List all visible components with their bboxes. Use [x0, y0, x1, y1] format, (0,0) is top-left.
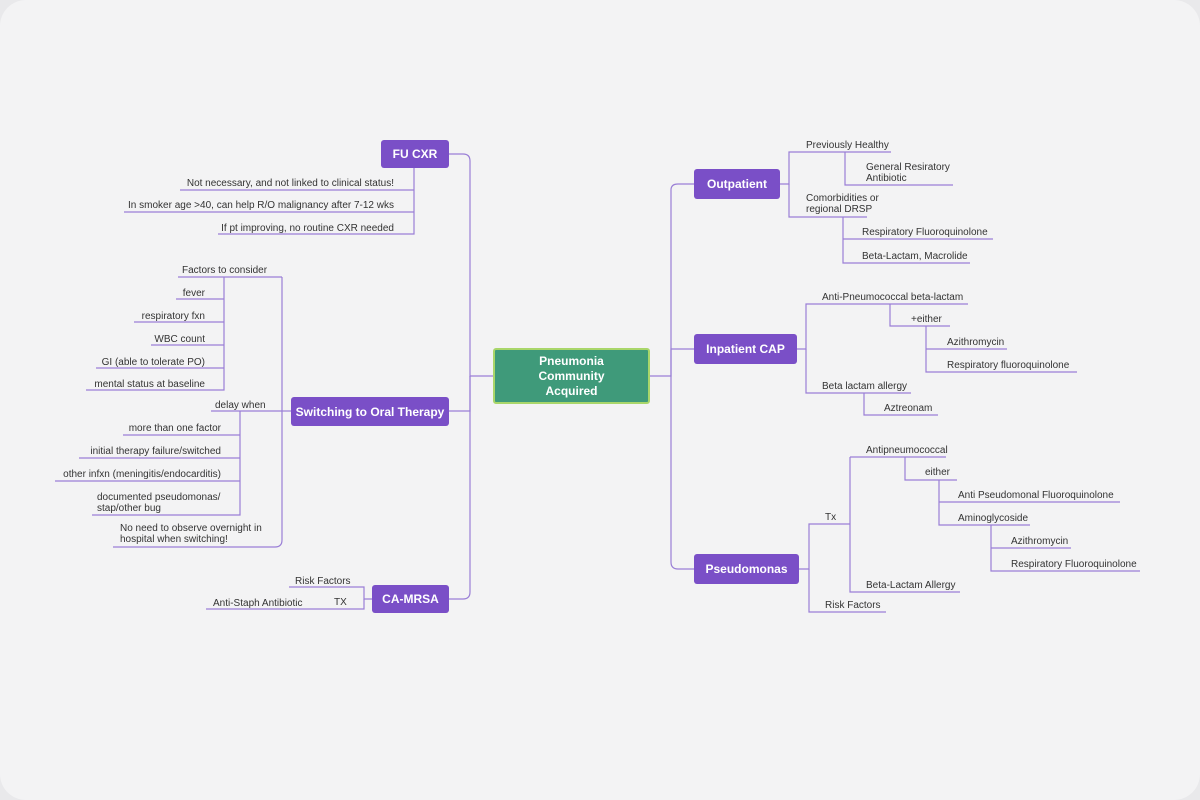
delay-item-documented-bug: documented pseudomonas/ stap/other bug [97, 492, 220, 514]
inpatient-respiratory-fluoroquinolone: Respiratory fluoroquinolone [947, 360, 1070, 371]
pseudomonas-either-label: either [925, 467, 951, 478]
delay-item-line1: documented pseudomonas/ [97, 492, 221, 503]
beta-lactam-allergy-label: Beta lactam allergy [822, 381, 908, 392]
aztreonam-label: Aztreonam [884, 403, 933, 414]
general-respiratory-line1: General Resiratory [866, 162, 950, 173]
factor-item: GI (able to tolerate PO) [101, 357, 205, 368]
factor-item: respiratory fxn [141, 311, 205, 322]
inpatient-cap-node[interactable]: Inpatient CAP [694, 334, 797, 364]
outpatient-node[interactable]: Outpatient [694, 169, 780, 199]
factor-item: mental status at baseline [94, 379, 205, 390]
ca-mrsa-risk-factors: Risk Factors [295, 576, 351, 587]
central-topic[interactable]: Pneumonia Community Acquired [493, 348, 650, 404]
fu-cxr-node[interactable]: FU CXR [381, 140, 449, 168]
outpatient-beta-lactam-macrolide: Beta-Lactam, Macrolide [862, 251, 968, 262]
antipneumococcal-label: Antipneumococcal [866, 445, 948, 456]
pseudomonas-azithromycin: Azithromycin [1011, 536, 1069, 547]
switching-oral-therapy-node[interactable]: Switching to Oral Therapy [291, 397, 449, 426]
delay-item-line2: stap/other bug [97, 503, 161, 514]
comorbidities-label: Comorbidities or regional DRSP [806, 193, 879, 215]
central-topic-line1: Pneumonia Community [538, 353, 605, 383]
outpatient-respiratory-fluoroquinolone: Respiratory Fluoroquinolone [862, 227, 988, 238]
pseudomonas-respiratory-fluoroquinolone: Respiratory Fluoroquinolone [1011, 559, 1137, 570]
comorbidities-line2: regional DRSP [806, 204, 873, 215]
general-respiratory-antibiotic: General Resiratory Antibiotic [866, 162, 950, 184]
delay-item: other infxn (meningitis/endocarditis) [63, 469, 221, 480]
ca-mrsa-node[interactable]: CA-MRSA [372, 585, 449, 613]
delay-when-label: delay when [215, 400, 266, 411]
aminoglycoside-label: Aminoglycoside [958, 513, 1029, 524]
factors-to-consider-label: Factors to consider [182, 265, 268, 276]
anti-pseudomonal-fluoroquinolone: Anti Pseudomonal Fluoroquinolone [958, 490, 1114, 501]
factor-item: WBC count [154, 334, 205, 345]
ca-mrsa-tx: TX [334, 597, 347, 608]
previously-healthy-label: Previously Healthy [806, 140, 889, 151]
switching-note: No need to observe overnight in hospital… [120, 523, 262, 545]
pseudomonas-risk-factors: Risk Factors [825, 600, 881, 611]
switching-note-line2: hospital when switching! [120, 534, 228, 545]
fu-cxr-item-2: In smoker age >40, can help R/O malignan… [128, 200, 394, 211]
anti-staph-antibiotic: Anti-Staph Antibiotic [213, 598, 303, 609]
pseudomonas-beta-lactam-allergy: Beta-Lactam Allergy [866, 580, 956, 591]
anti-pneumococcal-beta-lactam: Anti-Pneumococcal beta-lactam [822, 292, 964, 303]
delay-item: initial therapy failure/switched [90, 446, 221, 457]
fu-cxr-item-1: Not necessary, and not linked to clinica… [186, 178, 394, 189]
comorbidities-line1: Comorbidities or [806, 193, 879, 204]
fu-cxr-item-3: If pt improving, no routine CXR needed [221, 223, 394, 234]
inpatient-either-label: +either [911, 314, 942, 325]
switching-note-line1: No need to observe overnight in [120, 523, 262, 534]
central-topic-line2: Acquired [545, 383, 598, 398]
inpatient-azithromycin: Azithromycin [947, 337, 1005, 348]
factor-item: fever [182, 288, 205, 299]
general-respiratory-line2: Antibiotic [866, 173, 907, 184]
delay-item: more than one factor [128, 423, 221, 434]
pseudomonas-tx-label: Tx [825, 512, 837, 523]
pseudomonas-node[interactable]: Pseudomonas [694, 554, 799, 584]
